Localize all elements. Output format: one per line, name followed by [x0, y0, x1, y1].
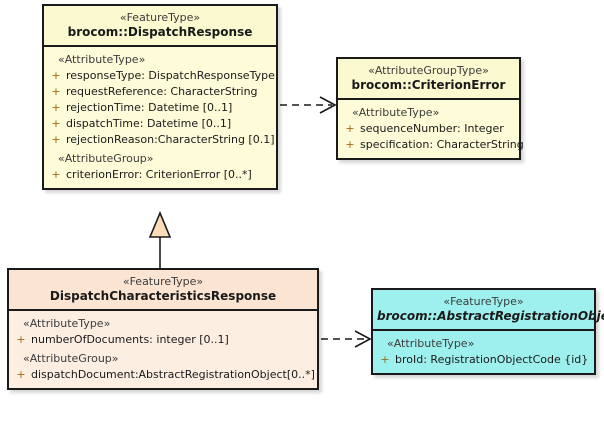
attribute-label: rejectionTime: Datetime [0..1]	[66, 101, 233, 114]
generalization-dispatch	[148, 210, 172, 268]
attribute-row[interactable]: + requestReference: CharacterString	[46, 84, 274, 100]
attribute-row[interactable]: + rejectionTime: Datetime [0..1]	[46, 100, 274, 116]
attribute-label: dispatchTime: Datetime [0..1]	[66, 117, 232, 130]
attribute-row[interactable]: + sequenceNumber: Integer	[340, 121, 517, 137]
class-stereotype: «FeatureType»	[443, 295, 524, 308]
attribute-label: requestReference: CharacterString	[66, 85, 258, 98]
attribute-row[interactable]: + rejectionReason:CharacterString [0.1]	[46, 132, 274, 148]
class-box-dispatch-characteristics-response[interactable]: «FeatureType» DispatchCharacteristicsRes…	[7, 268, 319, 390]
attribute-label: dispatchDocument:AbstractRegistrationObj…	[31, 368, 315, 381]
attribute-label: broId: RegistrationObjectCode {id}	[395, 353, 589, 366]
class-header-criterion-error: «AttributeGroupType» brocom::CriterionEr…	[338, 59, 519, 100]
class-body-dispatch-characteristics-response: «AttributeType» + numberOfDocuments: int…	[9, 311, 317, 388]
attribute-row[interactable]: + dispatchTime: Datetime [0..1]	[46, 116, 274, 132]
class-box-dispatch-response[interactable]: «FeatureType» brocom::DispatchResponse «…	[42, 4, 278, 190]
attribute-group-label: «AttributeType»	[387, 337, 475, 350]
attribute-group-label: «AttributeGroup»	[58, 152, 154, 165]
class-header-abstract-registration-object: «FeatureType» brocom::AbstractRegistrati…	[373, 290, 604, 331]
class-name: DispatchCharacteristicsResponse	[49, 289, 277, 303]
class-header-dispatch-characteristics-response: «FeatureType» DispatchCharacteristicsRes…	[9, 270, 317, 311]
attribute-label: specification: CharacterString	[360, 138, 524, 151]
class-body-dispatch-response: «AttributeType» + responseType: Dispatch…	[44, 47, 276, 188]
visibility-marker: +	[345, 138, 355, 151]
attribute-label: rejectionReason:CharacterString [0.1]	[66, 133, 275, 146]
visibility-marker: +	[51, 69, 61, 82]
class-box-abstract-registration-object[interactable]: «FeatureType» brocom::AbstractRegistrati…	[371, 288, 604, 375]
attribute-row[interactable]: + specification: CharacterString	[340, 137, 523, 153]
attribute-group-label: «AttributeGroup»	[23, 352, 119, 365]
attribute-group-label: «AttributeType»	[23, 317, 111, 330]
visibility-marker: +	[16, 333, 26, 346]
class-name: brocom::DispatchResponse	[67, 25, 253, 39]
attribute-row[interactable]: + numberOfDocuments: integer [0..1]	[11, 332, 315, 348]
attribute-label: criterionError: CriterionError [0..*]	[66, 168, 252, 181]
class-name: brocom::CriterionError	[351, 78, 506, 92]
visibility-marker: +	[345, 122, 355, 135]
class-body-criterion-error: «AttributeType» + sequenceNumber: Intege…	[338, 100, 524, 158]
class-header-dispatch-response: «FeatureType» brocom::DispatchResponse	[44, 6, 276, 47]
attribute-label: responseType: DispatchResponseType	[66, 69, 275, 82]
visibility-marker: +	[51, 168, 61, 181]
attribute-row[interactable]: + dispatchDocument:AbstractRegistrationO…	[11, 367, 315, 383]
visibility-marker: +	[51, 101, 61, 114]
attribute-group-label: «AttributeType»	[352, 106, 440, 119]
class-box-criterion-error[interactable]: «AttributeGroupType» brocom::CriterionEr…	[336, 57, 524, 160]
class-stereotype: «FeatureType»	[122, 275, 204, 288]
attribute-row[interactable]: + criterionError: CriterionError [0..*]	[46, 167, 274, 183]
dependency-registration-object	[321, 330, 372, 348]
attribute-label: numberOfDocuments: integer [0..1]	[31, 333, 229, 346]
attribute-row[interactable]: + broId: RegistrationObjectCode {id}	[375, 352, 592, 368]
attribute-label: sequenceNumber: Integer	[360, 122, 504, 135]
class-name: brocom::AbstractRegistrationObject	[377, 309, 604, 323]
dependency-criterion-error	[280, 96, 337, 114]
attribute-group-label: «AttributeType»	[58, 53, 146, 66]
visibility-marker: +	[16, 368, 26, 381]
visibility-marker: +	[51, 117, 61, 130]
visibility-marker: +	[51, 133, 61, 146]
class-stereotype: «FeatureType»	[119, 11, 201, 24]
class-body-abstract-registration-object: «AttributeType» + broId: RegistrationObj…	[373, 331, 594, 373]
attribute-row[interactable]: + responseType: DispatchResponseType	[46, 68, 274, 84]
visibility-marker: +	[380, 353, 390, 366]
class-stereotype: «AttributeGroupType»	[368, 64, 489, 77]
visibility-marker: +	[51, 85, 61, 98]
